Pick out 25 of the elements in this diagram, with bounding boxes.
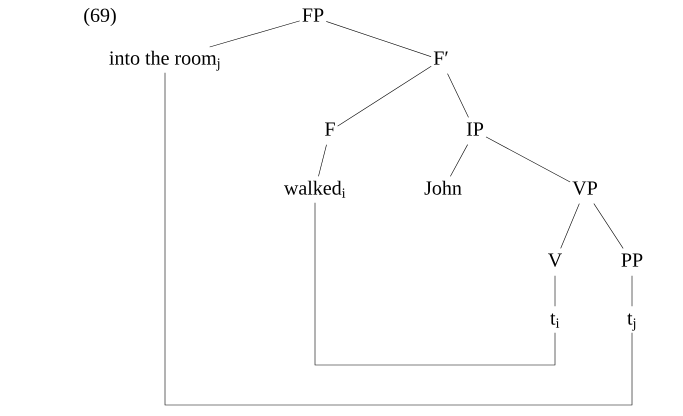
tree-branch [209, 20, 300, 48]
tree-label: walked$_{i}$ [284, 180, 346, 198]
tree-label: into the room$_{j}$ [109, 50, 220, 71]
tree-branch [447, 73, 469, 118]
tree-label: t$_{i}$ [550, 313, 560, 328]
tree-branch [450, 144, 468, 177]
tree-label: John [424, 180, 462, 195]
movement-line [164, 72, 632, 406]
tree-label: FP [302, 8, 324, 22]
tree-branch [554, 275, 556, 307]
movement-line [314, 202, 556, 366]
tree-label: IP [466, 122, 484, 136]
tree-label: F′ [434, 52, 448, 65]
tree-branch [318, 144, 327, 177]
tree-label: t$_{j}$ [627, 313, 636, 331]
tree-label: PP [621, 254, 642, 267]
tree-branch [326, 21, 432, 57]
tree-branch [337, 66, 432, 126]
tree-branch [594, 203, 624, 249]
tree-label: VP [572, 182, 597, 195]
tree-label: V [548, 254, 562, 267]
tree-label: F [325, 122, 335, 136]
tree-branch [486, 136, 570, 182]
tree-branch [560, 203, 580, 249]
example-number: (69) [84, 8, 116, 26]
